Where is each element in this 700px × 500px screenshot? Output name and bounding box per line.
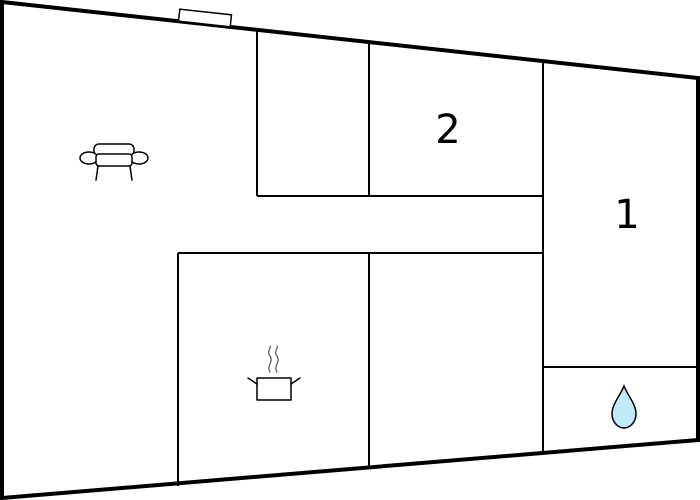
room-label-1: 1	[614, 192, 639, 238]
window	[177, 8, 233, 28]
sofa-icon	[79, 143, 149, 181]
interior-walls	[177, 28, 698, 486]
water-drop-icon	[611, 383, 637, 429]
cooking-pot-icon	[247, 345, 301, 401]
room-label-2: 2	[435, 107, 460, 153]
